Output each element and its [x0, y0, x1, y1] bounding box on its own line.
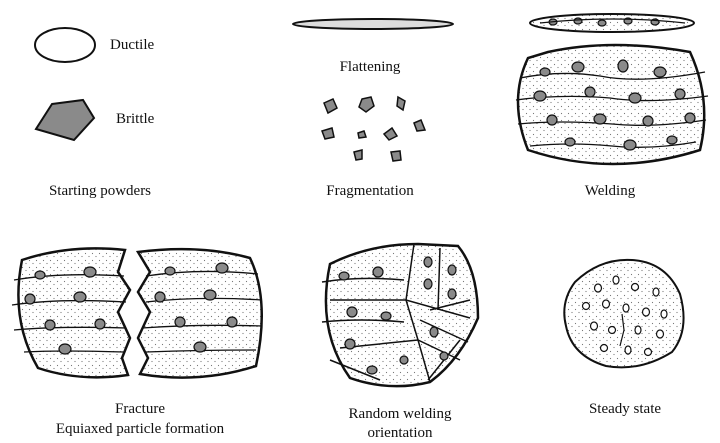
starting-powders-label: Starting powders	[30, 182, 170, 200]
fracture-label: Fracture	[30, 400, 250, 418]
steady-state-label: Steady state	[560, 400, 690, 418]
fragmentation-label: Fragmentation	[300, 182, 440, 200]
steady-state-particle	[564, 260, 683, 368]
orientation-label: orientation	[320, 424, 480, 442]
flattened-particle	[293, 19, 453, 29]
fractured-particle-right	[138, 249, 262, 377]
brittle-particle-shape	[36, 100, 94, 140]
flattening-label: Flattening	[310, 58, 430, 76]
fractured-particle-left	[12, 248, 130, 377]
welding-label: Welding	[555, 182, 665, 200]
random-welding-label: Random welding	[320, 405, 480, 423]
random-welding-particle	[322, 244, 478, 386]
ductile-label: Ductile	[110, 36, 154, 54]
ductile-particle-shape	[35, 28, 95, 62]
welded-layered-particle	[516, 45, 708, 164]
brittle-fragments	[322, 97, 425, 161]
brittle-label: Brittle	[116, 110, 154, 128]
equiaxed-formation-label: Equiaxed particle formation	[10, 420, 270, 438]
